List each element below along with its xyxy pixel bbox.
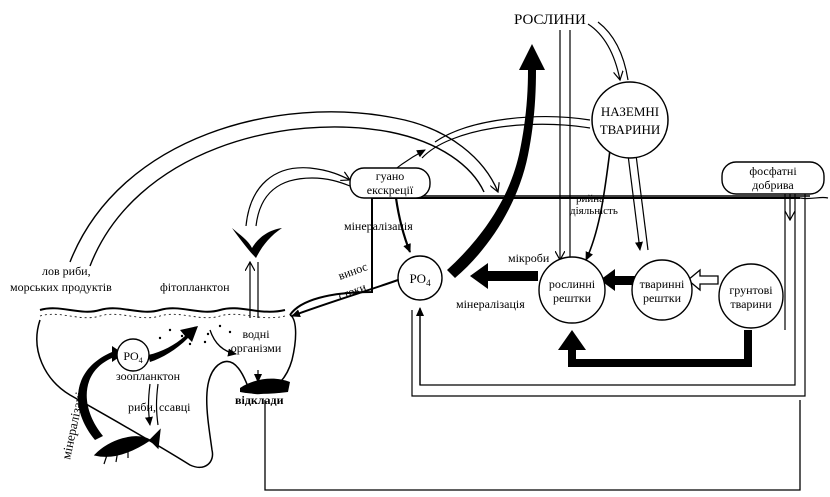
phytoplankton-label: фітопланктон [160,280,230,294]
animal-remains-label-2: рештки [643,291,682,305]
runoff-label-1: винос [336,259,369,282]
soil-animals-node [718,263,784,329]
animals-remains-arrow [627,154,649,251]
guano-label-1: гуано [376,169,405,183]
po4-sea-node [116,338,150,372]
fish-mammals-label: риби, ссавці [128,400,191,414]
land-animals-node [591,81,669,159]
land-animals-label-1: НАЗЕМНІ [601,104,659,119]
plants-label: РОСЛИНИ [514,12,586,28]
po4-land-label: PO4 [409,271,431,288]
animals-burrow-arrow [585,149,611,261]
phyto-organisms-arrow [209,329,237,357]
fishing-arc-arrow [69,111,498,267]
mineralization-loop [77,346,124,440]
runoff-label-2: стоки [336,280,368,303]
fishing-label-2: морських продуктів [10,280,112,294]
po4-plants-arrow [447,44,545,278]
soil-animals-label-2: тварини [730,297,772,311]
plants-remains-arrow [560,30,571,260]
zooplankton-label: зоопланктон [116,369,181,383]
fish-icon [93,428,161,465]
po4-phyto-arrow [148,326,198,362]
animal-plant-remains-arrow [600,269,643,291]
soil-animal-remains-arrow [686,268,719,292]
land-animals-label-2: ТВАРИНИ [600,122,661,137]
guano-node [349,167,431,199]
guano-label-2: екскреції [367,183,414,197]
po4-land-node [397,255,443,301]
water-organisms-label-1: водні [242,327,270,341]
org-bird-arrow [250,262,259,318]
guano-po4-arrow [394,197,412,253]
plant-remains-node [538,256,606,324]
return-line [264,307,801,491]
fertilizers-arrow [784,178,790,330]
soil-loop-arrow [558,330,752,367]
ground-surface [289,195,829,316]
animal-remains-node [631,259,693,321]
plant-remains-label-1: рослинні [549,277,596,291]
life-activity-label-1: рийна [576,193,604,205]
mineralization-top-label: мінералізація [344,219,413,233]
remains-po4-arrow [470,263,538,289]
mineralization-land-label: мінералізація [456,297,525,311]
runoff-arrow [291,279,399,317]
sediments-label: відклади [235,393,284,407]
po4-sea-label: PO4 [123,349,142,365]
plant-remains-label-2: рештки [553,291,592,305]
bird-guano-arrow [245,167,350,227]
plants-animals-arrow [587,21,629,80]
fertilizers-label-2: добрива [752,178,794,192]
water-organisms-label-2: організми [231,341,282,355]
bird-icon [232,228,282,258]
fishing-label-1: лов риби, [42,264,91,278]
fertilizers-node [721,161,825,195]
soil-animals-label-1: грунтові [729,283,773,297]
fertilizers-label-1: фосфатні [749,164,797,178]
life-activity-label-2: діяльність [570,205,618,217]
zoo-fish-arrow [144,383,159,426]
animal-remains-label-1: тваринні [640,277,685,291]
microbes-label: мікроби [508,251,550,265]
